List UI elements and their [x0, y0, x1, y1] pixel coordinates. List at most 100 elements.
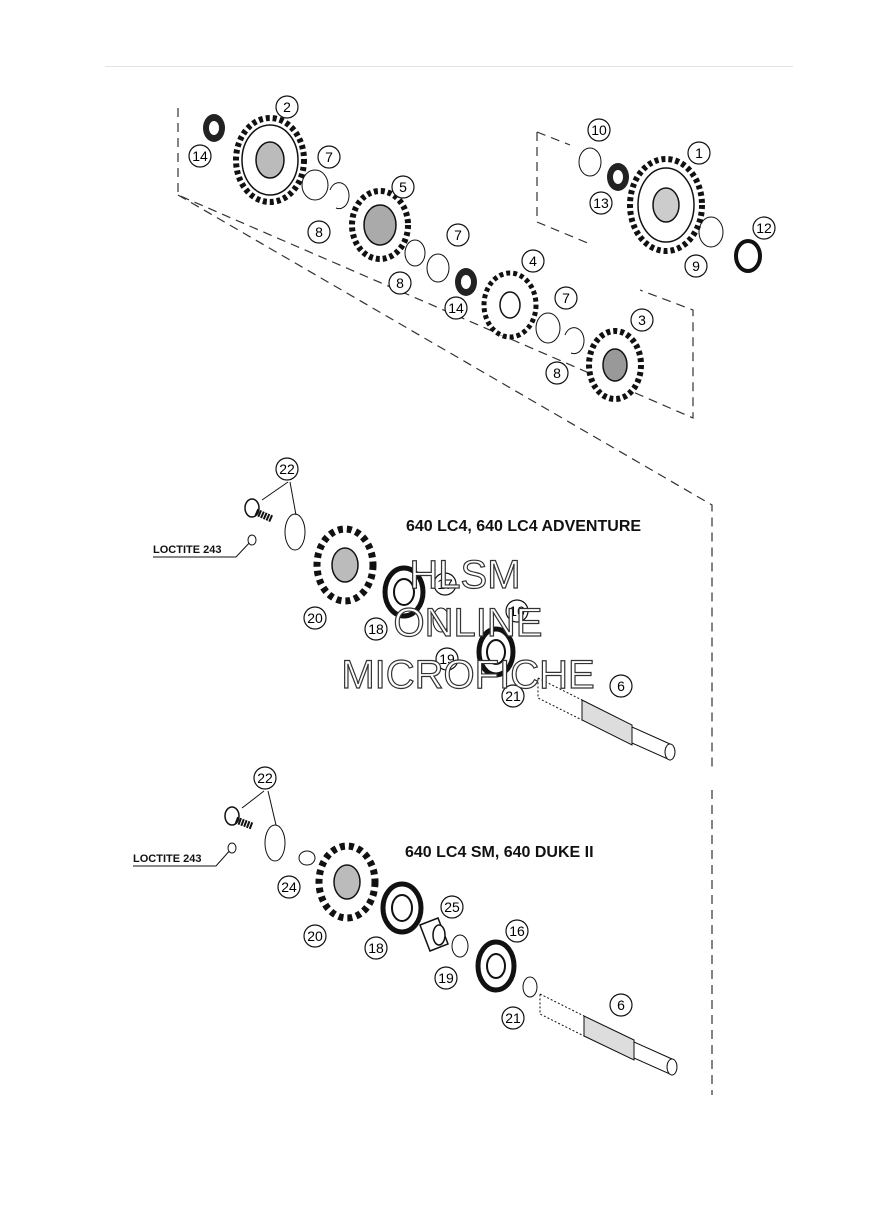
needle-bearing-14-mid	[455, 268, 477, 296]
upper-callout-22-leaders	[261, 481, 297, 516]
lower-bearing-18	[380, 881, 424, 935]
svg-text:7: 7	[454, 227, 462, 243]
svg-text:3: 3	[638, 312, 646, 328]
upper-ring-19	[432, 607, 450, 633]
svg-text:1: 1	[695, 145, 703, 161]
lower-callout-24: 24	[277, 875, 301, 899]
upper-washer	[284, 513, 306, 551]
lower-bolt	[224, 806, 254, 854]
callout-4: 4	[521, 249, 545, 273]
svg-text:5: 5	[399, 179, 407, 195]
svg-text:17: 17	[437, 576, 453, 592]
lower-callout-22-leaders	[241, 790, 277, 826]
bushing-12	[734, 239, 762, 273]
svg-text:7: 7	[325, 149, 333, 165]
svg-text:4: 4	[529, 253, 537, 269]
upper-variant-title: 640 LC4, 640 LC4 ADVENTURE	[406, 518, 641, 535]
svg-text:MICROFICHE: MICROFICHE	[341, 653, 594, 697]
lower-callout-18: 18	[364, 936, 388, 960]
needle-bearing-14-top	[203, 114, 225, 142]
upper-shaft-6	[537, 677, 676, 761]
upper-callout-17: 17	[433, 572, 457, 596]
svg-text:8: 8	[315, 224, 323, 240]
svg-text:7: 7	[562, 290, 570, 306]
callout-14-b: 14	[444, 296, 468, 320]
lower-shaft-6	[539, 993, 678, 1076]
shaft-axis-outline	[177, 194, 713, 1095]
svg-text:19: 19	[439, 651, 455, 667]
lower-ring-21	[522, 976, 538, 998]
lower-ring-19	[451, 934, 469, 958]
upper-loctite-label: LOCTITE 243	[153, 544, 221, 556]
gear-4	[481, 270, 539, 340]
lower-sleeve-25	[419, 917, 449, 952]
lower-callout-20: 20	[303, 924, 327, 948]
upper-callout-18: 18	[364, 617, 388, 641]
svg-text:2: 2	[283, 99, 291, 115]
svg-text:22: 22	[257, 770, 273, 786]
svg-text:21: 21	[505, 1010, 521, 1026]
svg-text:8: 8	[553, 365, 561, 381]
svg-text:16: 16	[509, 923, 525, 939]
upper-callout-19: 19	[435, 647, 459, 671]
upper-bearing-16	[476, 626, 516, 678]
callout-7-b: 7	[446, 223, 470, 247]
callout-1: 1	[687, 141, 711, 165]
washer-7-b	[426, 253, 450, 283]
circlip-8-c	[564, 327, 585, 355]
callout-8-b: 8	[388, 271, 412, 295]
lower-sprocket-20	[315, 842, 379, 922]
washer-10	[578, 147, 602, 177]
upper-gear-cluster-outline	[177, 108, 694, 419]
lower-callout-6: 6	[609, 993, 633, 1017]
lower-variant-title: 640 LC4 SM, 640 DUKE II	[405, 844, 594, 861]
washer-9	[698, 216, 724, 248]
svg-text:20: 20	[307, 928, 323, 944]
subassembly-outline	[536, 131, 591, 245]
svg-text:6: 6	[617, 678, 625, 694]
svg-text:6: 6	[617, 997, 625, 1013]
callout-3: 3	[630, 308, 654, 332]
circlip-8-b	[404, 239, 426, 267]
callout-12: 12	[752, 216, 776, 240]
washer-7-c	[535, 312, 561, 344]
callout-14-a: 14	[188, 144, 212, 168]
lower-callout-25: 25	[440, 895, 464, 919]
svg-text:24: 24	[281, 879, 297, 895]
lower-callout-19: 19	[434, 966, 458, 990]
svg-text:14: 14	[192, 148, 208, 164]
lower-washer	[264, 824, 286, 862]
svg-text:21: 21	[505, 688, 521, 704]
callout-8-a: 8	[307, 220, 331, 244]
svg-text:12: 12	[756, 220, 772, 236]
top-divider	[105, 66, 793, 67]
upper-bolt	[244, 498, 274, 546]
watermark: HLSM ONLINE MICROFICHE	[341, 552, 596, 697]
needle-bearing-13	[607, 163, 629, 191]
svg-text:18: 18	[368, 621, 384, 637]
lower-callout-16: 16	[505, 919, 529, 943]
upper-loctite-leader	[153, 539, 253, 558]
callout-5: 5	[391, 175, 415, 199]
svg-text:22: 22	[279, 461, 295, 477]
svg-text:19: 19	[438, 970, 454, 986]
svg-text:ONLINE: ONLINE	[394, 601, 543, 645]
lower-callout-21: 21	[501, 1006, 525, 1030]
upper-callout-16: 16	[505, 599, 529, 623]
svg-text:9: 9	[692, 258, 700, 274]
callout-13: 13	[589, 191, 613, 215]
svg-text:13: 13	[593, 195, 609, 211]
gear-2	[233, 115, 307, 205]
lower-loctite-leader	[133, 847, 233, 867]
upper-callout-22: 22	[275, 457, 299, 481]
svg-text:HLSM: HLSM	[409, 553, 520, 597]
lower-bearing-16	[475, 939, 517, 993]
callout-2: 2	[275, 95, 299, 119]
upper-callout-6: 6	[609, 674, 633, 698]
svg-text:25: 25	[444, 899, 460, 915]
callout-8-c: 8	[545, 361, 569, 385]
svg-text:18: 18	[368, 940, 384, 956]
upper-callout-21: 21	[501, 684, 525, 708]
upper-bearing-18	[382, 565, 426, 619]
